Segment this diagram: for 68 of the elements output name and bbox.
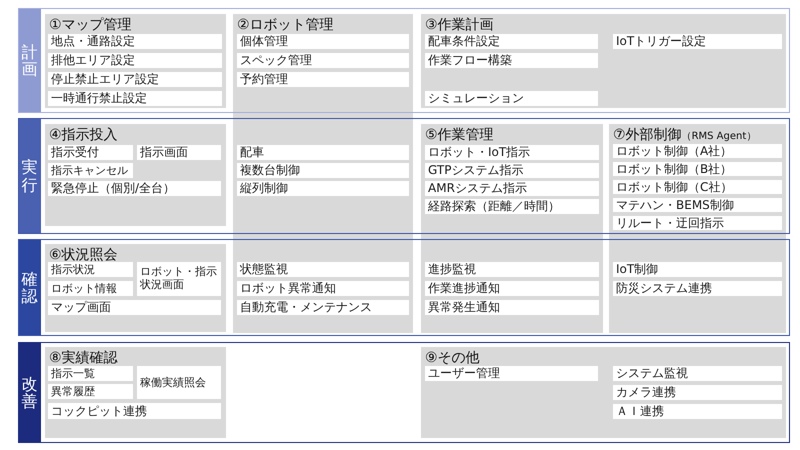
function-item: 指示状況	[48, 262, 133, 277]
function-item: 作業フロー構築	[425, 53, 598, 68]
group-heading: ③作業計画	[425, 16, 494, 34]
function-item: シミュレーション	[425, 91, 598, 106]
function-item: 排他エリア設定	[48, 53, 222, 68]
function-item: 配車条件設定	[425, 34, 598, 49]
function-group-panel	[421, 347, 786, 438]
function-item: 異常履歴	[48, 384, 133, 399]
phase-label: 改善	[22, 374, 38, 410]
function-item: ロボット制御（B社）	[613, 162, 782, 176]
function-item: ユーザー管理	[425, 366, 598, 381]
function-item: 複数台制御	[237, 163, 409, 178]
function-group-panel	[421, 14, 786, 108]
function-item: スペック管理	[237, 53, 409, 68]
function-item: コックピット連携	[48, 403, 221, 419]
function-item: 配車	[237, 145, 409, 160]
function-item: 稼働実績照会	[137, 366, 221, 399]
function-item: 個体管理	[237, 34, 409, 49]
function-item: 異常発生通知	[425, 300, 599, 315]
function-item: IoT制御	[613, 262, 782, 277]
group-heading: ⑨その他	[425, 349, 480, 367]
function-item: 進捗監視	[425, 262, 599, 277]
function-item: 停止禁止エリア設定	[48, 72, 222, 87]
function-item: マテハン・BEMS制御	[613, 198, 782, 212]
function-item: ＡＩ連携	[613, 404, 782, 419]
group-heading: ⑥状況照会	[49, 246, 118, 264]
function-item: 指示一覧	[48, 366, 133, 381]
function-item: 指示画面	[137, 145, 221, 160]
function-item: 予約管理	[237, 72, 409, 87]
function-item: 指示キャンセル	[48, 163, 133, 178]
function-item: 縦列制御	[237, 181, 409, 196]
group-subheading: （RMS Agent）	[682, 130, 756, 144]
function-item: ロボット制御（C社）	[613, 180, 782, 194]
function-item: 状態監視	[237, 262, 409, 277]
function-item: ロボット異常通知	[237, 281, 409, 296]
function-group-panel	[45, 244, 226, 332]
function-item: GTPシステム指示	[425, 163, 599, 178]
group-heading: ②ロボット管理	[237, 16, 334, 34]
function-item: 防災システム連携	[613, 281, 782, 296]
phase-band	[18, 342, 790, 443]
function-item: 緊急停止（個別/全台）	[48, 181, 221, 196]
function-item: マップ画面	[48, 300, 221, 315]
function-item: システム監視	[613, 366, 782, 381]
function-item: AMRシステム指示	[425, 181, 599, 196]
function-group-panel	[45, 124, 226, 226]
function-item: 地点・通路設定	[48, 34, 222, 49]
function-item: ロボット制御（A社）	[613, 144, 782, 158]
function-item: ロボット情報	[48, 281, 133, 296]
group-heading: ⑤作業管理	[425, 126, 494, 144]
function-group-panel	[45, 347, 226, 438]
function-item: ロボット・指示状況画面	[137, 262, 221, 296]
function-item: 作業進捗通知	[425, 281, 599, 296]
phase-label: 実行	[22, 158, 38, 194]
function-item: 一時通行禁止設定	[48, 91, 222, 106]
group-heading: ④指示投入	[49, 126, 118, 144]
function-item: IoTトリガー設定	[613, 34, 782, 49]
group-heading: ⑧実績確認	[49, 349, 118, 367]
function-item: 自動充電・メンテナンス	[237, 300, 409, 315]
phase-label: 計画	[22, 42, 38, 78]
group-heading: ①マップ管理	[49, 16, 132, 34]
function-item: ロボット・IoT指示	[425, 145, 599, 160]
phase-label: 確認	[22, 270, 38, 306]
function-item: カメラ連携	[613, 385, 782, 400]
function-item: 経路探索（距離／時間）	[425, 199, 599, 214]
group-heading: ⑦外部制御	[613, 126, 682, 144]
function-item: 指示受付	[48, 145, 133, 160]
function-group-panel	[45, 14, 226, 108]
function-item: リルート・迂回指示	[613, 216, 782, 230]
